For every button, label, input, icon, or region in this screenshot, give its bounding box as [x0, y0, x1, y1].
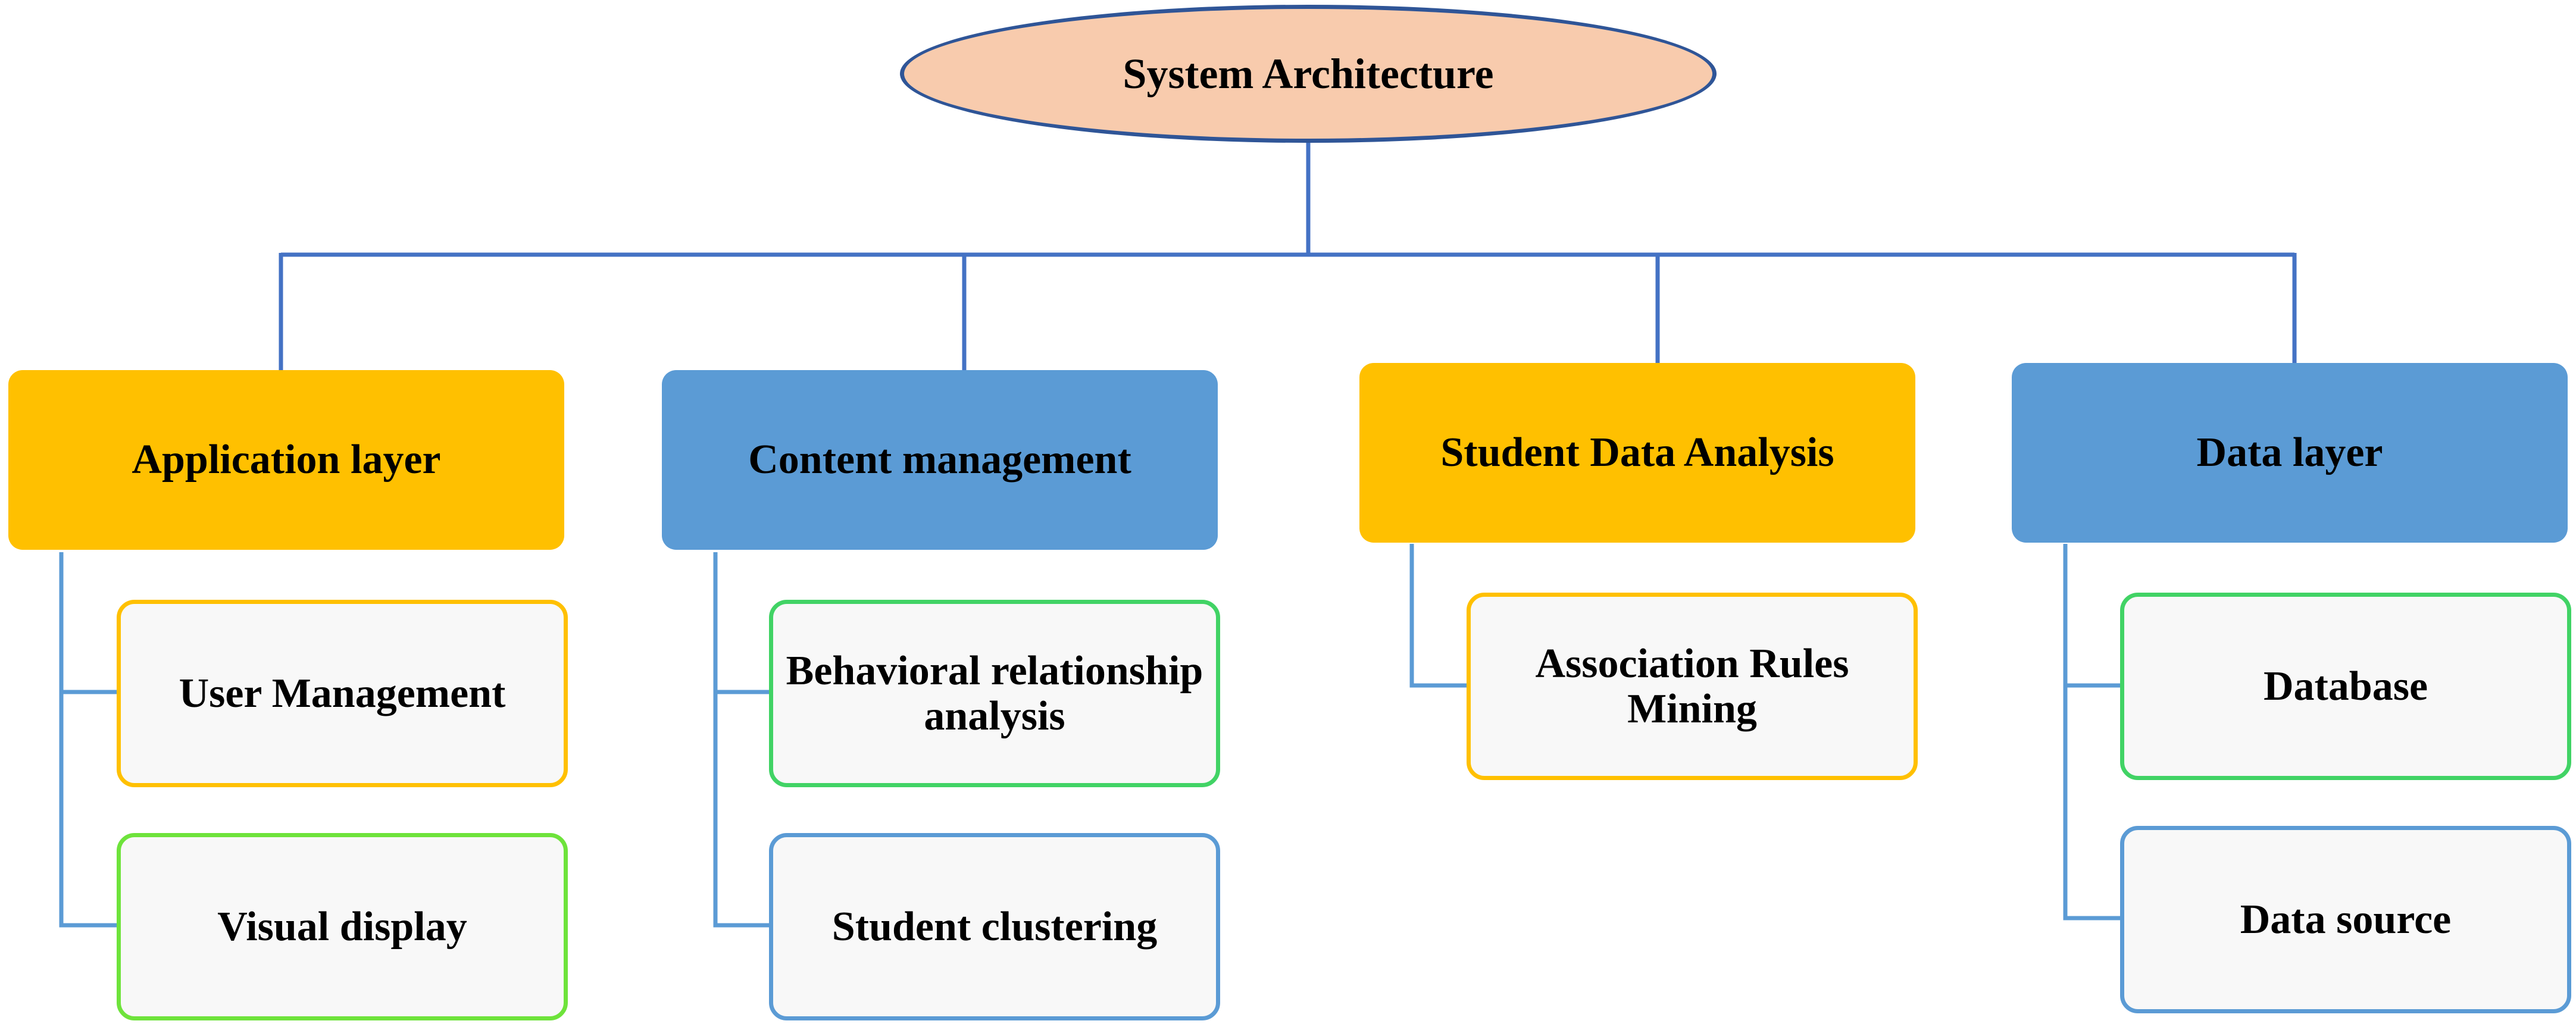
layer-student-data-analysis: Student Data Analysis	[1359, 363, 1915, 543]
layer-application: Application layer	[8, 370, 564, 550]
node-association-rules-mining: Association Rules Mining	[1467, 593, 1918, 780]
node-data-source: Data source	[2120, 826, 2571, 1013]
layer-content-management: Content management	[662, 370, 1218, 550]
node-database: Database	[2120, 593, 2571, 780]
child-connector-application	[59, 552, 119, 928]
node-visual-display: Visual display	[117, 833, 568, 1020]
child-connector-data-layer	[2063, 544, 2122, 920]
layer-data: Data layer	[2012, 363, 2568, 543]
child-connector-content	[713, 552, 771, 928]
root-node-system-architecture: System Architecture	[900, 5, 1717, 143]
node-user-management: User Management	[117, 600, 568, 787]
node-student-clustering: Student clustering	[769, 833, 1220, 1020]
root-label: System Architecture	[1123, 49, 1494, 98]
child-connector-student-data	[1409, 544, 1469, 688]
node-behavioral-relationship-analysis: Behavioral relationship analysis	[769, 600, 1220, 787]
